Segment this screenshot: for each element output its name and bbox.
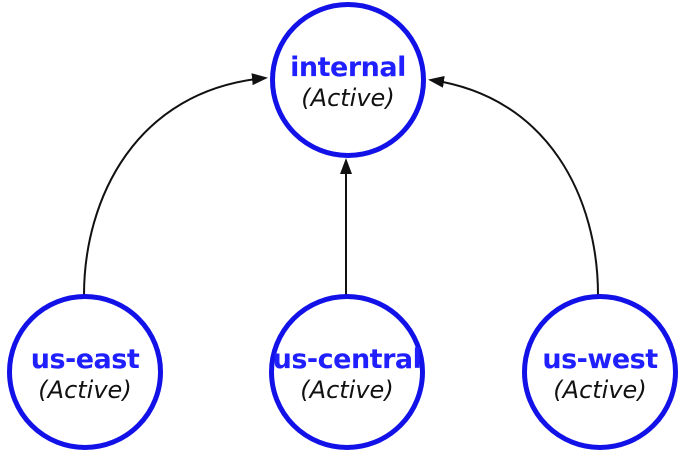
node-us-east: us-east (Active) bbox=[7, 294, 163, 450]
edge-us-west-to-internal bbox=[428, 75, 599, 296]
node-status: (Active) bbox=[300, 375, 394, 404]
node-internal: internal (Active) bbox=[270, 2, 426, 158]
node-status: (Active) bbox=[38, 375, 132, 404]
node-us-central: us-central (Active) bbox=[269, 294, 425, 450]
node-label: us-east bbox=[30, 344, 140, 376]
node-label: us-central bbox=[272, 344, 422, 376]
node-us-west: us-west (Active) bbox=[522, 294, 678, 450]
node-label: internal bbox=[290, 52, 406, 84]
node-status: (Active) bbox=[553, 375, 647, 404]
node-label: us-west bbox=[542, 344, 658, 376]
node-status: (Active) bbox=[301, 83, 395, 112]
edge-us-east-to-internal bbox=[83, 73, 268, 296]
